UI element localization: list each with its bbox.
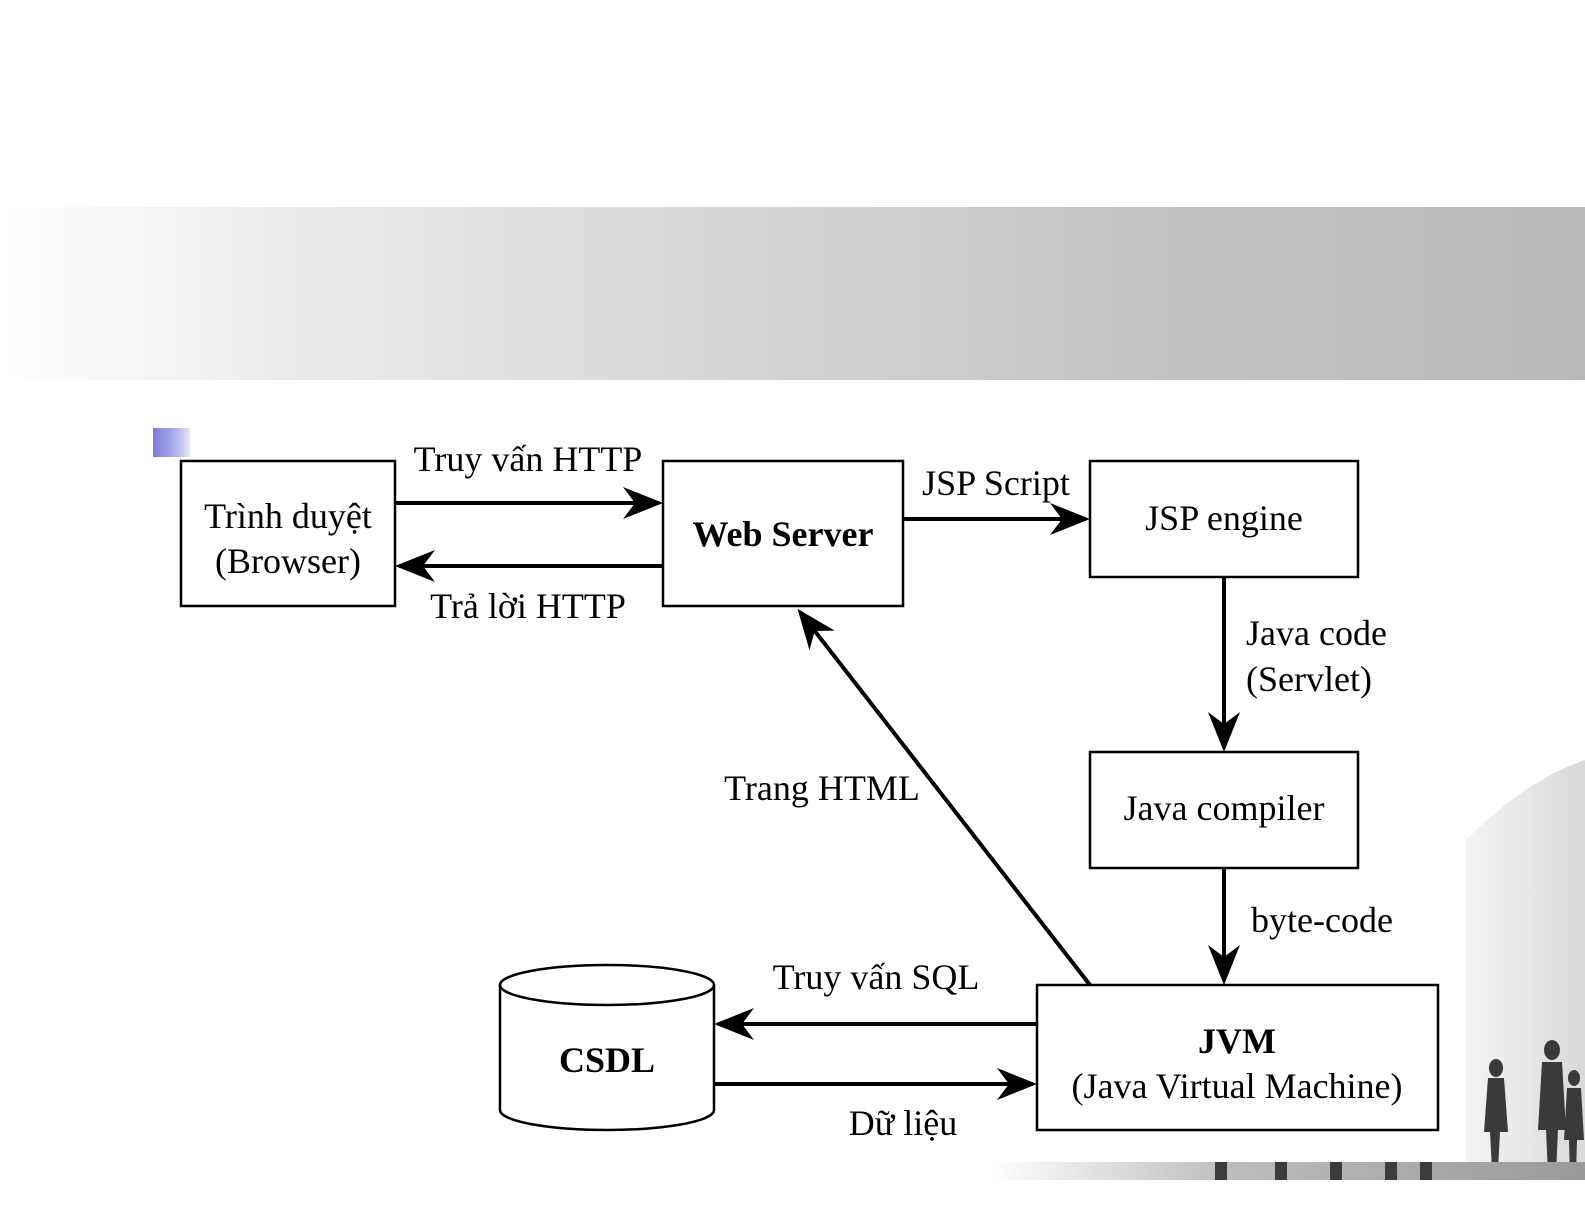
java-code-label-line2: (Servlet)	[1246, 659, 1372, 699]
browser-label-line2: (Browser)	[215, 541, 361, 581]
http-request-label: Truy vấn HTTP	[414, 439, 643, 479]
jvm-node: JVM (Java Virtual Machine)	[1037, 985, 1438, 1130]
jvm-label-line1: JVM	[1198, 1021, 1276, 1061]
browser-label-line1: Trình duyệt	[204, 496, 372, 536]
java-compiler-node: Java compiler	[1090, 752, 1358, 868]
jsp-script-label: JSP Script	[922, 463, 1070, 503]
web-server-label: Web Server	[693, 514, 874, 554]
jsp-engine-node: JSP engine	[1090, 461, 1358, 577]
sql-query-label: Truy vấn SQL	[773, 957, 980, 997]
http-response-label: Trả lời HTTP	[430, 586, 626, 626]
web-server-node: Web Server	[663, 461, 903, 606]
data-label: Dữ liệu	[849, 1103, 958, 1143]
browser-node: Trình duyệt (Browser)	[181, 461, 395, 606]
csdl-label: CSDL	[559, 1040, 655, 1080]
java-compiler-label: Java compiler	[1124, 788, 1325, 828]
jvm-label-line2: (Java Virtual Machine)	[1071, 1066, 1402, 1106]
html-page-label: Trang HTML	[724, 768, 920, 808]
database-cylinder: CSDL	[500, 965, 714, 1130]
java-code-label-line1: Java code	[1246, 613, 1387, 653]
jsp-engine-label: JSP engine	[1145, 498, 1303, 538]
byte-code-label: byte-code	[1251, 900, 1393, 940]
